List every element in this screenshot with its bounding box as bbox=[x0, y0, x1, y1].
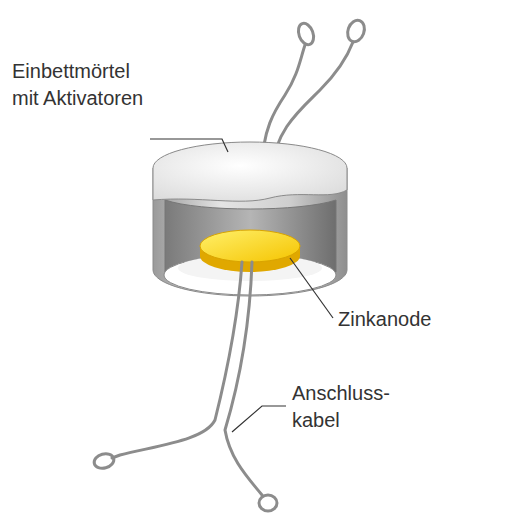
mortar-top bbox=[153, 142, 347, 201]
part-label: Zinkanode bbox=[338, 306, 478, 333]
part-label: Anschluss- kabel bbox=[292, 380, 397, 434]
zinc-anode bbox=[200, 230, 300, 262]
cable bbox=[93, 262, 277, 511]
part-label: Einbettmörtel mit Aktivatoren bbox=[12, 58, 146, 112]
